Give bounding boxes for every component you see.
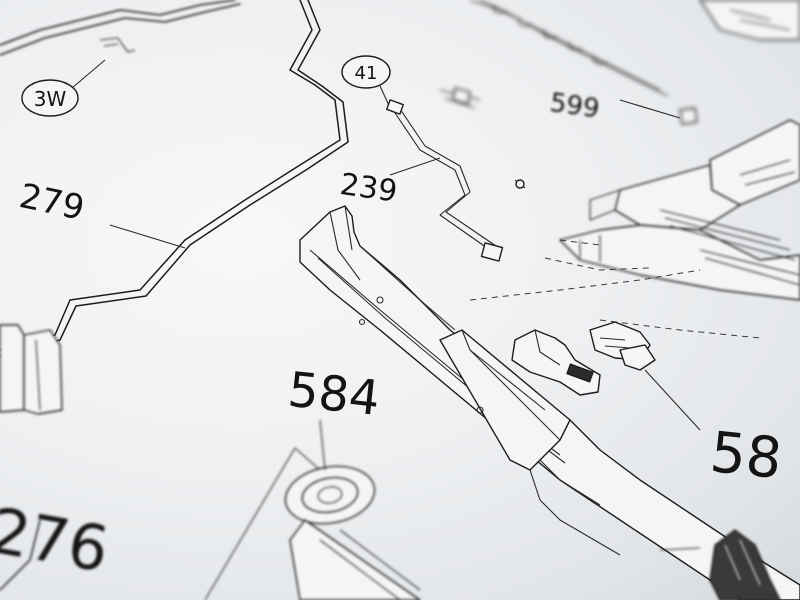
dashed-guides [469, 239, 761, 339]
top-right-chain [439, 0, 800, 125]
upper-left-outline [0, 0, 241, 56]
left-blocks [0, 324, 63, 415]
label-58: 58 [707, 420, 785, 492]
leader-239 [389, 157, 441, 176]
bottom-left-curve [0, 519, 41, 591]
callout-41 [341, 55, 393, 113]
cable-assembly [386, 99, 526, 262]
bearing-part [204, 419, 421, 600]
leader-279 [109, 224, 186, 249]
clip-parts [511, 321, 656, 396]
frame-outline [0, 0, 349, 357]
callout-3w [21, 59, 106, 117]
label-599: 599 [548, 88, 601, 125]
leader-599 [619, 99, 681, 119]
label-3w: 3W [34, 87, 67, 111]
bottom-right-roller [659, 529, 781, 600]
label-584: 584 [285, 362, 382, 427]
label-279: 279 [16, 176, 88, 229]
leader-58 [644, 369, 701, 431]
label-239: 239 [338, 167, 400, 210]
label-41: 41 [355, 63, 378, 84]
right-bracket-assembly [559, 119, 800, 301]
